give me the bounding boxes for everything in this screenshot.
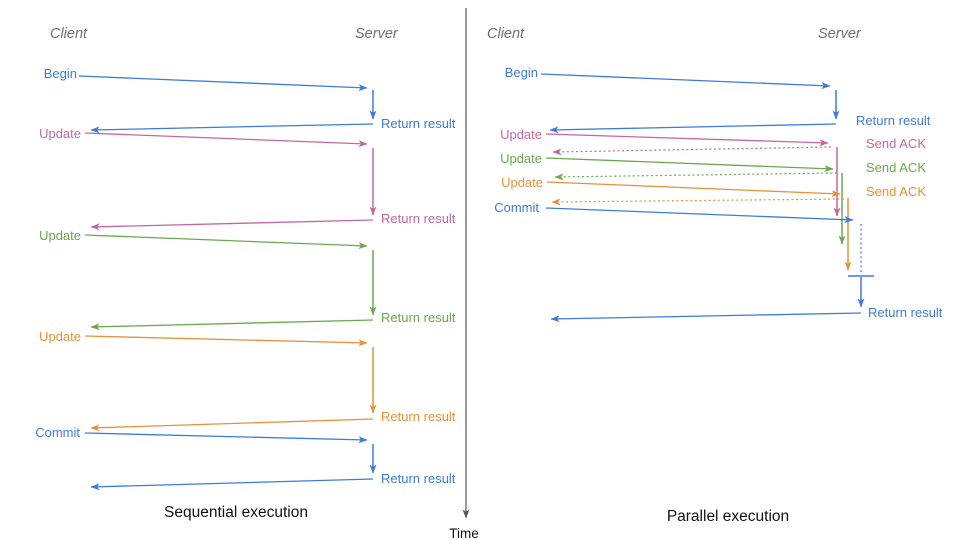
parallel-begin-request-arrow [540, 73, 831, 90]
sequential-commit-request-arrow [84, 432, 368, 444]
parallel-update2-request-arrow [545, 157, 834, 173]
parallel-update1-ack-arrow [552, 146, 832, 156]
sequential-panel: Client Server Begin Return result Update… [35, 26, 456, 521]
sequential-return-result-4-label: Return result [381, 409, 456, 424]
parallel-send-ack-2-label: Send ACK [866, 160, 926, 175]
sequential-client-header: Client [50, 26, 88, 42]
time-axis: Time [449, 8, 479, 540]
parallel-return-result-final-label: Return result [868, 305, 943, 320]
sequential-panel-title: Sequential execution [164, 504, 308, 521]
parallel-update2-label: Update [500, 151, 542, 166]
parallel-send-ack-3-label: Send ACK [866, 184, 926, 199]
parallel-update1-request-arrow [545, 133, 829, 147]
sequential-update1-return-arrow [90, 219, 374, 231]
parallel-commit-label: Commit [494, 200, 539, 215]
time-axis-label: Time [449, 526, 479, 540]
parallel-update3-ack-arrow [551, 198, 845, 206]
sequential-update3-return-arrow [90, 418, 374, 432]
sequential-begin-label: Begin [44, 66, 77, 81]
sequential-update3-request-arrow [84, 335, 368, 347]
sequential-update1-label: Update [39, 126, 81, 141]
parallel-commit-request-arrow [545, 207, 854, 224]
parallel-client-header: Client [487, 26, 525, 42]
sequential-return-result-2-label: Return result [381, 211, 456, 226]
sequential-update1-request-arrow [84, 132, 368, 148]
parallel-update3-label: Update [501, 175, 543, 190]
sequential-return-result-1-label: Return result [381, 116, 456, 131]
sequential-begin-return-arrow [90, 123, 374, 134]
parallel-update3-request-arrow [546, 181, 841, 198]
parallel-panel: Client Server Begin Return result Update… [487, 26, 943, 525]
parallel-return-result-begin-label: Return result [856, 113, 931, 128]
sequential-return-result-5-label: Return result [381, 471, 456, 486]
sequential-return-result-3-label: Return result [381, 310, 456, 325]
sequential-update3-label: Update [39, 329, 81, 344]
sequential-update2-label: Update [39, 228, 81, 243]
sequential-server-header: Server [355, 26, 399, 42]
parallel-server-header: Server [818, 26, 862, 42]
sequential-begin-request-arrow [78, 75, 368, 92]
sequential-update2-return-arrow [90, 319, 374, 331]
parallel-send-ack-1-label: Send ACK [866, 136, 926, 151]
sequential-update2-request-arrow [84, 234, 368, 250]
parallel-begin-return-arrow [549, 123, 837, 134]
parallel-panel-title: Parallel execution [667, 508, 789, 525]
sequential-commit-return-arrow [90, 478, 374, 491]
parallel-update2-ack-arrow [554, 172, 838, 181]
parallel-begin-label: Begin [505, 65, 538, 80]
parallel-commit-return-arrow [550, 312, 862, 323]
parallel-update1-label: Update [500, 127, 542, 142]
sequential-commit-label: Commit [35, 425, 80, 440]
